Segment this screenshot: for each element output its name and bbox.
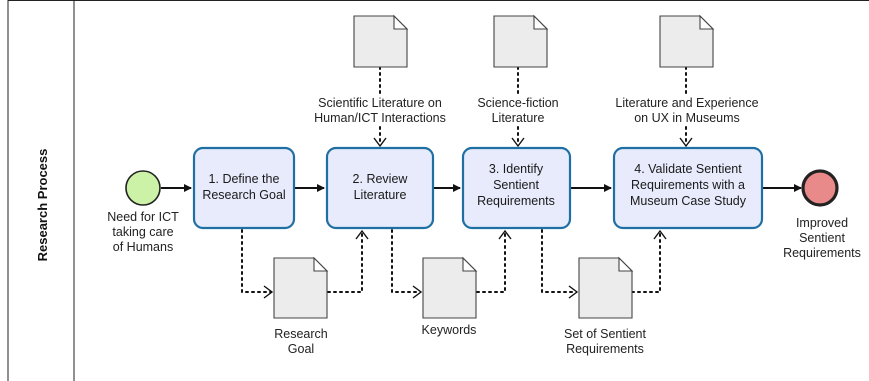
lane-label: Research Process [35, 149, 50, 262]
document-fold [462, 256, 478, 272]
data-object-label-line: Set of Sentient [564, 327, 647, 341]
arrowhead-open [373, 137, 387, 148]
data-object-label-line: Science-fiction [477, 96, 558, 110]
data-object-scientific-literature[interactable] [353, 14, 409, 68]
task-label-line: Literature [354, 188, 407, 202]
task-label-line: 3. Identify [489, 162, 544, 176]
document-fold [393, 14, 409, 30]
end-event-label-line-3: Requirements [783, 246, 861, 260]
task-label-line: Sentient [493, 178, 539, 192]
data-object-keywords[interactable] [422, 256, 478, 319]
data-object-label-line: Keywords [422, 323, 477, 337]
data-object-set-of-sentient-requirements[interactable] [578, 256, 634, 319]
task-label-line: 2. Review [353, 172, 409, 186]
data-object-label-line: Research [274, 327, 328, 341]
data-object-science-fiction-literature[interactable] [493, 14, 549, 68]
association-keywords-to-t3 [476, 232, 506, 293]
task-box[interactable] [192, 146, 296, 230]
start-event-circle[interactable] [125, 170, 161, 206]
label-background [306, 95, 454, 125]
document-icon[interactable] [422, 257, 477, 319]
document-fold [533, 14, 549, 30]
end-event-label-line-2: Sentient [799, 231, 845, 245]
start-event-label-line-2: taking care [112, 225, 173, 239]
arrowhead-open [498, 229, 512, 240]
data-object-research-goal[interactable] [273, 256, 329, 319]
task-label-line: Museum Case Study [630, 194, 747, 208]
document-fold [699, 14, 715, 30]
task-label-line: Research Goal [202, 188, 285, 202]
data-object-label-line: Requirements [566, 342, 644, 356]
document-icon[interactable] [578, 257, 633, 319]
data-object-label-line: Literature [492, 111, 545, 125]
task-review-literature[interactable]: 2. Review Literature [325, 146, 435, 230]
data-object-label-line: Literature and Experience [615, 96, 758, 110]
task-box[interactable] [461, 146, 572, 230]
arrowhead-open [679, 137, 693, 148]
association-t3-to-sentient-requirements [541, 229, 577, 293]
task-identify-sentient-requirements[interactable]: 3. Identify Sentient Requirements [461, 146, 572, 230]
end-event-label-line-1: Improved [796, 216, 848, 230]
task-define-research-goal[interactable]: 1. Define the Research Goal [192, 146, 296, 230]
task-label-line: Requirements with a [631, 178, 745, 192]
start-event-label-line-3: of Humans [113, 240, 173, 254]
end-event[interactable]: Improved Sentient Requirements [783, 169, 861, 260]
document-icon[interactable] [273, 257, 328, 319]
data-object-label-line: Human/ICT Interactions [314, 111, 446, 125]
arrowhead-open [511, 137, 525, 148]
start-event-label-line-1: Need for ICT [107, 210, 179, 224]
task-label-line: Requirements [477, 194, 555, 208]
arrowhead-open [653, 229, 667, 240]
arrowhead-open [412, 285, 423, 299]
label-background [608, 95, 766, 125]
data-object-ux-museums-literature[interactable] [659, 14, 715, 68]
association-sentient-requirements-to-t4 [631, 232, 661, 293]
task-label-line: 4. Validate Sentient [634, 162, 742, 176]
task-label-line: 1. Define the [209, 172, 280, 186]
data-object-label-line: Scientific Literature on [318, 96, 442, 110]
task-box[interactable] [612, 146, 764, 230]
task-box[interactable] [325, 146, 435, 230]
association-t1-to-research-goal [241, 229, 272, 293]
association-t2-to-keywords [391, 229, 421, 293]
label-background [470, 95, 566, 125]
task-validate-sentient-requirements[interactable]: 4. Validate Sentient Requirements with a… [612, 146, 764, 230]
arrowhead-open [263, 285, 274, 299]
arrowhead-open [568, 285, 579, 299]
swimlane: Research Process [7, 0, 869, 381]
document-fold [618, 256, 634, 272]
arrowhead-open [355, 229, 369, 240]
end-event-circle[interactable] [801, 169, 839, 207]
document-fold [313, 256, 329, 272]
data-object-label-line: on UX in Museums [634, 111, 740, 125]
start-event[interactable]: Need for ICT taking care of Humans [107, 170, 179, 254]
data-object-label-line: Goal [288, 342, 314, 356]
association-research-goal-to-t2 [327, 232, 363, 293]
